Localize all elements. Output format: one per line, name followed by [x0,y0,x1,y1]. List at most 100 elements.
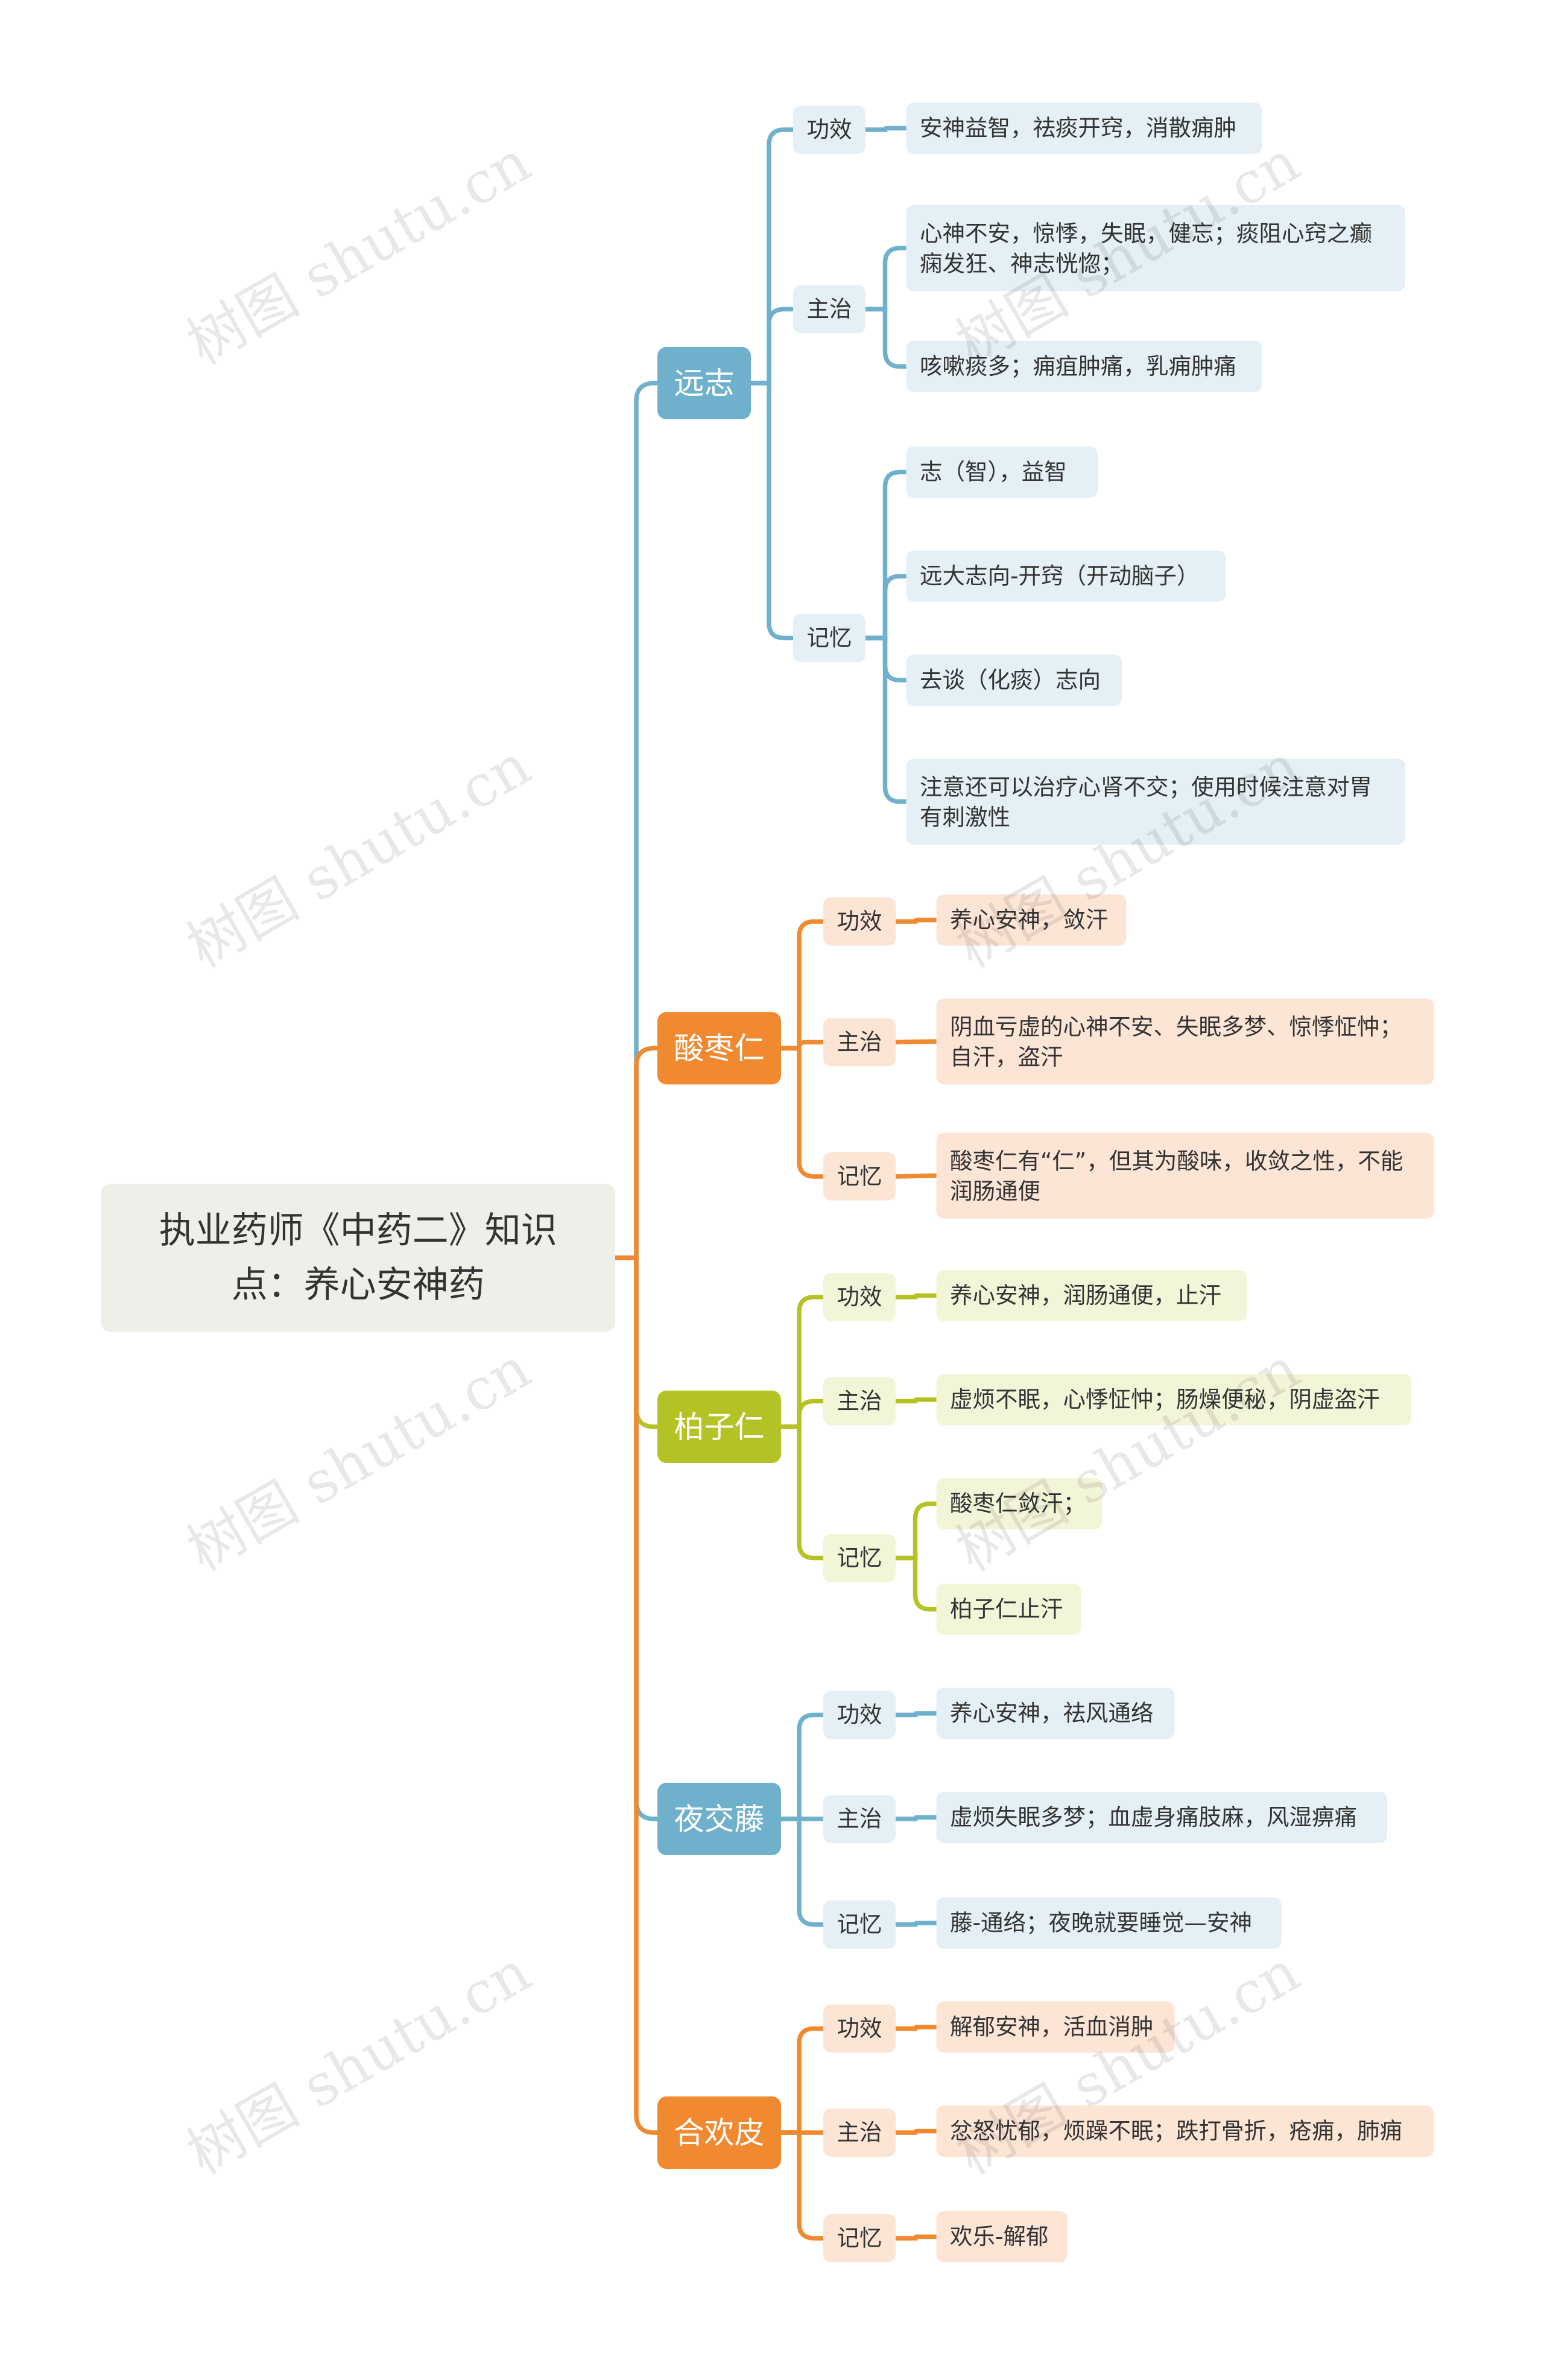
leaf-1-2-1[interactable]: 心神不安，惊悸，失眠，健忘；痰阻心窍之癫痫发狂、神志恍惚； [906,205,1405,291]
link-cat-leaf-3-3-1 [893,1501,939,1561]
drug-node-5[interactable]: 合欢皮 [657,2096,781,2169]
link-drug-cat-3-2 [779,1398,826,1429]
leaf-4-3-1[interactable]: 藤-通络；夜晚就要睡觉—安神 [936,1897,1282,1949]
leaf-5-3-1[interactable]: 欢乐-解郁 [936,2211,1068,2262]
link-drug-cat-2-1 [779,919,826,1051]
category-5-2[interactable]: 主治 [823,2109,896,2157]
link-drug-cat-3-3 [779,1424,826,1561]
link-drug-cat-1-2 [748,306,796,386]
leaf-4-2-1[interactable]: 虚烦失眠多梦；血虚身痛肢麻，风湿痹痛 [936,1792,1387,1843]
link-drug-cat-4-1 [779,1712,826,1821]
link-cat-leaf-5-3-1 [893,2234,939,2241]
category-4-3-text: 记忆 [837,1911,882,1938]
drug-node-3[interactable]: 柏子仁 [657,1391,781,1463]
category-1-2[interactable]: 主治 [793,285,865,334]
link-cat-leaf-1-1-1 [863,125,909,132]
link-cat-leaf-3-1-1 [893,1293,939,1299]
drug-node-1-text: 远志 [674,365,735,401]
link-root-drug-1 [613,381,660,1260]
leaf-3-2-1[interactable]: 虚烦不眠，心悸怔忡；肠燥便秘，阴虚盗汗 [936,1374,1411,1426]
category-4-2[interactable]: 主治 [823,1795,896,1843]
category-2-1-text: 功效 [837,908,882,935]
drug-node-3-text: 柏子仁 [674,1409,765,1445]
leaf-3-3-1[interactable]: 酸枣仁敛汗； [936,1478,1103,1529]
leaf-5-1-1[interactable]: 解郁安神，活血消肿 [936,2001,1175,2053]
leaf-2-2-1[interactable]: 阴血亏虚的心神不安、失眠多梦、惊悸怔忡；自汗，盗汗 [936,998,1434,1085]
leaf-3-1-1-text: 养心安神，润肠通便，止汗 [950,1282,1222,1309]
drug-node-4[interactable]: 夜交藤 [657,1783,781,1855]
leaf-4-1-1-text: 养心安神，祛风通络 [950,1699,1154,1727]
leaf-4-3-1-text: 藤-通络；夜晚就要睡觉—安神 [950,1909,1253,1937]
link-drug-cat-2-3 [779,1046,826,1179]
category-2-2-text: 主治 [837,1029,882,1056]
link-cat-leaf-1-3-4 [863,635,909,804]
leaf-1-3-3-text: 去谈（化痰）志向 [920,667,1101,694]
category-2-3[interactable]: 记忆 [823,1152,896,1201]
leaf-1-3-3[interactable]: 去谈（化痰）志向 [906,655,1122,706]
category-1-3-text: 记忆 [806,624,852,652]
leaf-2-3-1[interactable]: 酸枣仁有“仁”，但其为酸味，收敛之性，不能润肠通便 [936,1132,1434,1219]
category-1-1[interactable]: 功效 [793,106,865,154]
category-2-2[interactable]: 主治 [823,1018,896,1067]
link-cat-leaf-3-2-1 [893,1397,939,1404]
link-cat-leaf-4-3-1 [893,1920,939,1927]
category-4-3[interactable]: 记忆 [823,1900,896,1949]
link-cat-leaf-4-1-1 [893,1711,939,1718]
category-5-3[interactable]: 记忆 [823,2214,896,2262]
drug-node-5-text: 合欢皮 [674,2115,765,2151]
leaf-2-1-1[interactable]: 养心安神，敛汗 [936,894,1127,946]
leaf-1-3-1[interactable]: 志（智），益智 [906,446,1098,498]
leaf-5-2-1[interactable]: 忿怒忧郁，烦躁不眠；跌打骨折，疮痈，肺痈 [936,2106,1434,2157]
root-topic[interactable]: 执业药师《中药二》知识点：养心安神药 [101,1184,615,1332]
category-1-1-text: 功效 [806,116,852,144]
link-cat-leaf-1-2-1 [863,246,909,312]
root-title: 执业药师《中药二》知识点：养心安神药 [159,1210,557,1306]
leaf-3-3-2[interactable]: 柏子仁止汗 [936,1584,1081,1635]
leaf-4-1-1[interactable]: 养心安神，祛风通络 [936,1687,1175,1739]
link-drug-cat-1-3 [748,381,796,641]
category-4-2-text: 主治 [837,1805,882,1833]
link-cat-leaf-1-3-2 [863,574,909,641]
category-2-3-text: 记忆 [837,1163,882,1190]
link-cat-leaf-4-2-1 [893,1815,939,1821]
leaf-1-1-1[interactable]: 安神益智，祛痰开窍，消散痈肿 [906,103,1262,154]
leaf-5-3-1-text: 欢乐-解郁 [950,2223,1049,2250]
category-3-1[interactable]: 功效 [823,1273,896,1321]
leaf-1-3-2[interactable]: 远大志向-开窍（开动脑子） [906,550,1226,602]
link-cat-leaf-3-3-2 [893,1555,939,1612]
category-4-1[interactable]: 功效 [823,1690,896,1739]
leaf-3-1-1[interactable]: 养心安神，润肠通便，止汗 [936,1270,1247,1321]
link-cat-leaf-1-2-2 [863,306,909,369]
link-drug-cat-4-3 [779,1817,826,1927]
leaf-2-3-1-text: 酸枣仁有“仁”，但其为酸味，收敛之性，不能润肠通便 [950,1147,1403,1205]
category-3-3[interactable]: 记忆 [823,1534,896,1582]
leaf-1-2-2[interactable]: 咳嗽痰多；痈疽肿痛，乳痈肿痛 [906,341,1262,392]
leaf-1-2-1-text: 心神不安，惊悸，失眠，健忘；痰阻心窍之癫痫发狂、神志恍惚； [920,219,1373,277]
drug-node-1[interactable]: 远志 [657,347,751,419]
link-cat-leaf-5-1-1 [893,2025,939,2031]
drug-node-2[interactable]: 酸枣仁 [657,1012,781,1085]
leaf-1-2-2-text: 咳嗽痰多；痈疽肿痛，乳痈肿痛 [920,353,1237,380]
category-3-2-text: 主治 [837,1388,882,1415]
link-drug-cat-5-3 [779,2130,826,2241]
link-cat-leaf-2-2-1 [893,1039,939,1045]
category-5-1-text: 功效 [837,2015,882,2042]
leaf-3-2-1-text: 虚烦不眠，心悸怔忡；肠燥便秘，阴虚盗汗 [950,1386,1380,1414]
leaf-1-1-1-text: 安神益智，祛痰开窍，消散痈肿 [920,115,1237,142]
link-drug-cat-1-1 [748,127,796,386]
drug-node-4-text: 夜交藤 [674,1801,765,1837]
leaf-1-3-4[interactable]: 注意还可以治疗心肾不交；使用时候注意对胃有刺激性 [906,758,1405,845]
link-root-drug-2 [613,1046,660,1260]
link-drug-cat-3-1 [779,1295,826,1429]
leaf-2-1-1-text: 养心安神，敛汗 [950,906,1109,934]
link-cat-leaf-5-2-1 [893,2128,939,2135]
category-1-3[interactable]: 记忆 [793,614,865,662]
category-5-1[interactable]: 功效 [823,2004,896,2053]
category-3-3-text: 记忆 [837,1544,882,1572]
leaf-4-2-1-text: 虚烦失眠多梦；血虚身痛肢麻，风湿痹痛 [950,1804,1358,1831]
link-drug-cat-5-1 [779,2026,826,2135]
category-2-1[interactable]: 功效 [823,897,896,946]
category-3-1-text: 功效 [837,1283,882,1311]
link-root-drug-5 [613,1255,660,2135]
category-3-2[interactable]: 主治 [823,1377,896,1426]
